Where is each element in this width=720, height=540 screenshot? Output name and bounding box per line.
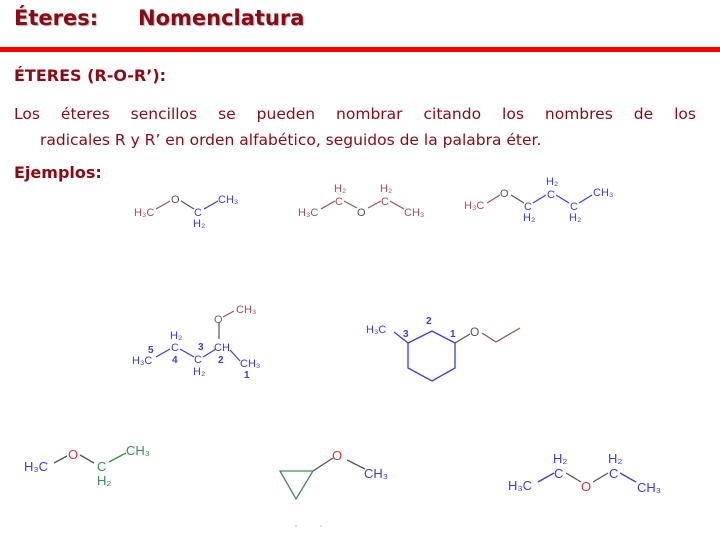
- locant-4: 4: [172, 355, 178, 366]
- atom-h2-2: H₂: [546, 176, 558, 188]
- atom-oxygen: O: [214, 314, 223, 326]
- atom-h2-1: H₂: [334, 183, 346, 195]
- atom-carbon-2: C: [381, 196, 389, 208]
- title-underline-divider: [0, 47, 720, 52]
- atom-h2-2: H₂: [380, 183, 392, 195]
- atom-oxygen: O: [332, 448, 342, 463]
- atom-h2-2: H₂: [608, 451, 622, 466]
- atom-carbon: C: [194, 207, 202, 219]
- atom-ch3: CH₃: [637, 480, 661, 495]
- atom-carbon-2: C: [547, 189, 555, 201]
- molecule-ethoxy-methylcyclohexane: H₃C O 1 2 3: [366, 316, 521, 382]
- title-eteres: Éteres:: [14, 6, 99, 30]
- atom-ch3: CH₃: [126, 443, 150, 458]
- atom-ch3: CH₃: [364, 466, 388, 481]
- atom-oxygen: O: [500, 188, 509, 200]
- atom-carbon-3: C: [194, 354, 202, 366]
- atom-ch3: CH₃: [404, 207, 424, 219]
- artifact-dot: [295, 525, 297, 527]
- atom-h3c: H₃C: [508, 478, 532, 493]
- atom-carbon-4: C: [171, 342, 179, 354]
- atom-carbon-2: C: [609, 466, 618, 481]
- molecule-ethyl-methyl-ether: H₃C O C H₂ CH₃: [134, 194, 238, 230]
- atom-carbon-1: C: [554, 466, 563, 481]
- molecule-ethyl-methyl-ether-colored: H₃C O C H₂ CH₃: [24, 443, 150, 488]
- atom-ch: CH: [214, 342, 230, 354]
- atom-h3c: H₃C: [366, 324, 386, 336]
- atom-h2-3: H₂: [193, 366, 205, 378]
- atom-ch3: CH₃: [218, 194, 238, 206]
- atom-h2-1: H₂: [553, 451, 567, 466]
- molecule-diethyl-ether-blue: H₃C C H₂ O C H₂ CH₃: [508, 451, 661, 495]
- paragraph-line-1: Los éteres sencillos se pueden nombrar c…: [14, 105, 696, 123]
- atom-h3c: H₃C: [134, 207, 154, 219]
- artifact-dot: [320, 525, 322, 527]
- title-nomenclatura: Nomenclatura: [138, 6, 305, 30]
- atom-carbon-3: C: [570, 201, 578, 213]
- section-heading: ÉTERES (R-O-R’):: [14, 66, 167, 85]
- molecule-2-methoxypentane: CH₃ O CH CH₃ C H₂ C H₂ H₃C 1 2 3 4 5: [132, 304, 260, 381]
- locant-1: 1: [244, 370, 250, 381]
- atom-carbon: C: [97, 459, 106, 474]
- atom-ch3-methoxy: CH₃: [236, 304, 256, 316]
- slide-title: Éteres: Nomenclatura: [14, 6, 304, 40]
- atom-h2: H₂: [97, 473, 111, 488]
- atom-h3c: H₃C: [298, 207, 318, 219]
- atom-carbon-1: C: [335, 196, 343, 208]
- atom-h3c: H₃C: [24, 459, 48, 474]
- molecule-butyl-methyl-ether: H₃C O C H₂ C H₂ C H₂ CH₃: [464, 176, 613, 224]
- atom-h2-1: H₂: [523, 212, 535, 224]
- atom-carbon-1: C: [524, 201, 532, 213]
- rule-paragraph: Los éteres sencillos se pueden nombrar c…: [14, 101, 696, 153]
- locant-1: 1: [450, 329, 456, 340]
- atom-h3c: H₃C: [132, 355, 152, 367]
- atom-h2-4: H₂: [170, 330, 182, 342]
- paragraph-line-2: radicales R y R’ en orden alfabético, se…: [40, 131, 542, 149]
- atom-ch3: CH₃: [240, 358, 260, 370]
- locant-2: 2: [426, 316, 432, 327]
- atom-h2-3: H₂: [569, 212, 581, 224]
- locant-5: 5: [148, 345, 154, 356]
- molecule-diethyl-ether-red: H₃C C H₂ O C H₂ CH₃: [298, 183, 424, 219]
- molecule-methoxycyclopropane: O CH₃: [278, 448, 388, 527]
- atom-oxygen: O: [581, 479, 591, 494]
- atom-oxygen: O: [357, 207, 366, 219]
- locant-3: 3: [198, 342, 204, 353]
- atom-h2: H₂: [193, 218, 205, 230]
- atom-ch3: CH₃: [593, 187, 613, 199]
- atom-oxygen: O: [470, 325, 479, 339]
- locant-3: 3: [403, 329, 409, 340]
- examples-label: Ejemplos:: [14, 163, 102, 182]
- atom-oxygen: O: [171, 194, 180, 206]
- atom-oxygen: O: [68, 447, 78, 462]
- locant-2: 2: [218, 355, 224, 366]
- atom-h3c: H₃C: [464, 200, 484, 212]
